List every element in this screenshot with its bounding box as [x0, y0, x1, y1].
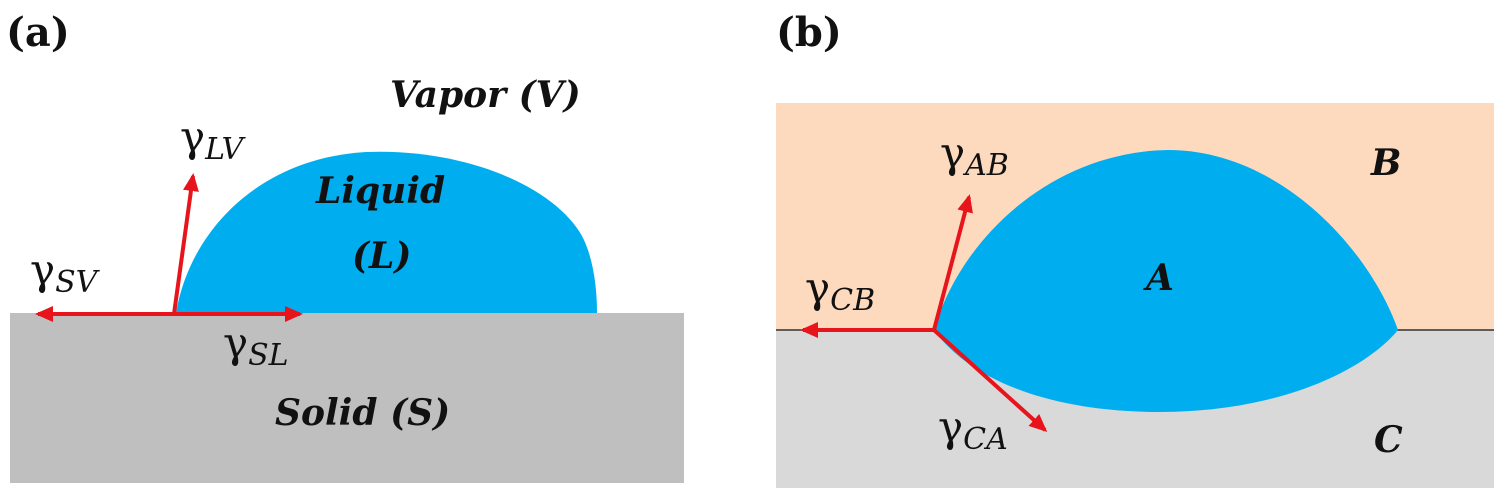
gamma-cb-label: γCB	[805, 263, 875, 318]
gamma-sl-label: γSL	[223, 318, 289, 373]
liquid-label-line1: Liquid	[315, 170, 445, 212]
liquid-label-line2: (L)	[352, 235, 411, 277]
panel-b: (b) B A C γAB γCB γCA	[776, 9, 1494, 488]
phase-c-label: C	[1374, 419, 1403, 461]
tension-arrows-a	[35, 173, 303, 322]
gamma-ab-label: γAB	[940, 128, 1009, 183]
liquid-droplet	[176, 151, 597, 313]
solid-substrate	[10, 313, 684, 483]
panel-a-label: (a)	[6, 9, 70, 56]
phase-a-label: A	[1143, 257, 1174, 299]
vapor-label: Vapor (V)	[390, 74, 581, 116]
gamma-ca-label: γCA	[938, 402, 1008, 457]
lens-phase-a	[934, 150, 1398, 412]
arrow-gamma-lv	[172, 173, 199, 315]
phase-b-label: B	[1370, 142, 1401, 184]
arrow-gamma-ab	[932, 194, 973, 331]
panel-a: (a) Vapor (V) Liquid (L) Solid (S) γLV γ…	[6, 9, 684, 483]
panel-b-label: (b)	[776, 9, 842, 56]
arrow-gamma-ca	[932, 328, 1048, 433]
gamma-sv-label: γSV	[30, 245, 101, 300]
gamma-lv-label: γLV	[180, 112, 246, 167]
tension-arrows-b	[800, 194, 1048, 433]
solid-label: Solid (S)	[275, 392, 450, 434]
